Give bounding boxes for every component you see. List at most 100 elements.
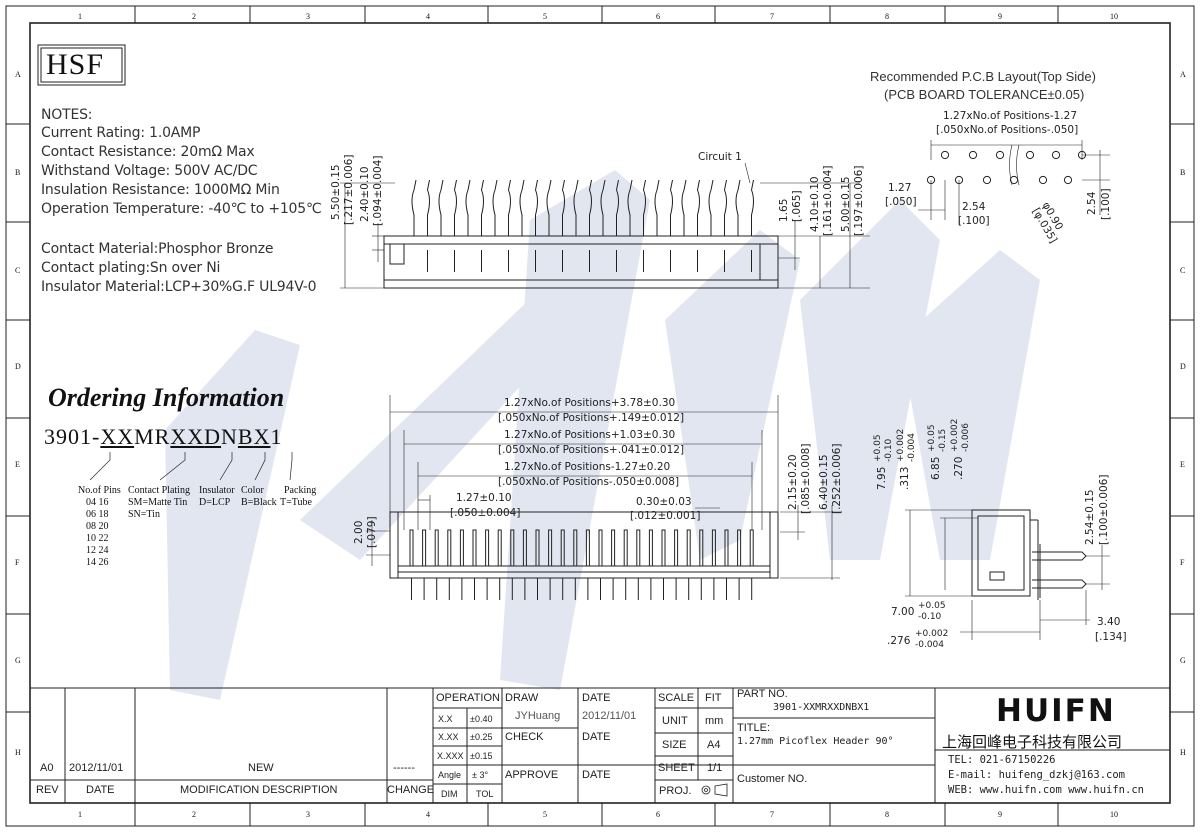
front-view-pins: [409, 529, 754, 600]
tol-value: ± 3°: [472, 770, 489, 780]
rev-code: A0: [40, 762, 54, 774]
dim-top-height-in: [.217±0.006]: [343, 154, 355, 225]
dim-front-overall: 1.27xNo.of Positions+3.78±0.30: [504, 397, 676, 409]
dim-front-640: 6.40±0.15: [818, 454, 830, 510]
note-line: Withstand Voltage: 500V AC/DC: [41, 163, 258, 179]
note-line: Current Rating: 1.0AMP: [41, 125, 201, 141]
dim-front-pin-width: 0.30±0.03: [636, 496, 692, 508]
front-pin: [560, 529, 565, 567]
pcb-layout-title: Recommended P.C.B Layout(Top Side): [870, 69, 1096, 84]
zone-row-g: G: [15, 656, 21, 665]
company-tel[interactable]: TEL: 021-67150226: [948, 754, 1056, 766]
draw-value: JYHuang: [515, 710, 561, 722]
zone-col-2: 2: [192, 12, 196, 21]
check-date-label: DATE: [582, 731, 611, 743]
contact-pin: [669, 179, 673, 236]
dim-side-254: 2.54±0.15: [1084, 489, 1096, 545]
dim-side-270-minus: -0.006: [961, 422, 971, 452]
zone-col-8-bottom: 8: [885, 810, 889, 819]
contact-pin: [588, 179, 592, 236]
rev-header: REV: [36, 784, 59, 796]
zone-col-6: 6: [656, 12, 660, 21]
front-pin: [699, 529, 704, 567]
packing-label: Packing: [284, 485, 317, 496]
dim-top-body-in: [.094±0.004]: [372, 155, 384, 226]
plating-value: SM=Matte Tin: [128, 497, 188, 508]
operation-label: OPERATION: [436, 692, 500, 704]
zone-col-9: 9: [998, 12, 1002, 21]
tol-value: ±0.40: [470, 714, 493, 724]
dim-side-134: [.134]: [1095, 631, 1127, 643]
dim-side-685-plus: +0.05: [927, 424, 937, 452]
front-pin: [636, 529, 641, 567]
front-pin: [485, 529, 490, 567]
material-line: Contact plating:Sn over Ni: [41, 260, 221, 276]
dim-side-700: 7.00: [891, 606, 915, 618]
title-label: TITLE:: [737, 722, 771, 734]
top-view-connector: [383, 235, 779, 289]
tol-label: X.X: [438, 714, 453, 724]
huifn-logo: HUIFN: [996, 693, 1116, 729]
material-line: Insulator Material:LCP+30%G.F UL94V-0: [41, 279, 317, 295]
scale-label: SCALE: [658, 692, 695, 704]
front-pin: [724, 529, 729, 567]
contact-pin: [681, 179, 687, 236]
contact-pin: [654, 179, 660, 236]
dim-side-795-minus: -0.10: [884, 438, 894, 462]
front-pin: [623, 529, 628, 567]
dim-front-079: [.079]: [366, 516, 378, 548]
ordering-code: 3901-XXMRXXDNBX1: [44, 424, 283, 450]
hsf-logo: HSF: [46, 48, 105, 81]
dim-front-pitch: 1.27±0.10: [456, 492, 512, 504]
dim-top-161: [.161±0.004]: [822, 165, 834, 236]
dim-pcb-254: 2.54: [962, 201, 986, 213]
code-insulator: D: [204, 424, 222, 449]
company-web[interactable]: WEB: www.huifn.com www.huifn.cn: [948, 784, 1144, 796]
zone-row-d: D: [15, 362, 21, 371]
top-view-pins: [411, 179, 754, 272]
front-pin: [749, 529, 754, 567]
pcb-layout-holes: [926, 150, 1087, 185]
approve-date-label: DATE: [582, 769, 611, 781]
front-pin: [472, 529, 477, 567]
dim-front-pins-in: [.050xNo.of Positions-.050±0.008]: [498, 476, 680, 488]
code-color: B: [237, 424, 254, 449]
contact-pin: [465, 179, 471, 236]
watermark-logo: [165, 170, 1040, 700]
contact-pin: [438, 179, 444, 236]
rev-change: ------: [393, 762, 415, 774]
front-pin: [686, 529, 691, 567]
contact-pin: [627, 179, 633, 236]
dim-front-body-in: [.050xNo.of Positions+.041±0.012]: [498, 444, 685, 456]
zone-col-8: 8: [885, 12, 889, 21]
rev-date: 2012/11/01: [69, 762, 124, 774]
color-label: Color: [241, 485, 264, 496]
contact-pin: [708, 179, 714, 236]
dim-side-313-minus: -0.004: [907, 432, 917, 462]
zone-col-9-bottom: 9: [998, 810, 1002, 819]
tol-dim-header: DIM: [441, 789, 458, 799]
pcb-hole: [1038, 175, 1048, 185]
contact-pin: [561, 179, 565, 236]
unit-label: UNIT: [662, 715, 688, 727]
front-pin: [598, 529, 603, 567]
zone-col-3-bottom: 3: [306, 810, 310, 819]
dim-top-410: 4.10±0.10: [809, 176, 821, 232]
pcb-hole: [968, 150, 978, 160]
contact-pin: [492, 179, 498, 236]
plating-value: SN=Tin: [128, 509, 160, 520]
contact-pin: [426, 179, 430, 236]
dim-side-313: .313: [899, 466, 911, 490]
front-pin: [422, 529, 427, 567]
color-value: B=Black: [241, 497, 277, 508]
desc-header: MODIFICATION DESCRIPTION: [180, 784, 338, 796]
contact-pin: [507, 179, 511, 236]
front-pin: [548, 529, 553, 567]
projection-symbol: [701, 783, 728, 797]
title-value: 1.27mm Picoflex Header 90°: [737, 736, 894, 747]
tol-label: Angle: [438, 770, 462, 780]
zone-row-c: C: [15, 266, 21, 275]
dim-side-795: 7.95: [876, 466, 888, 490]
company-email[interactable]: E-mail: huifeng_dzkj@163.com: [948, 769, 1126, 781]
zone-row-d-right: D: [1180, 362, 1186, 371]
